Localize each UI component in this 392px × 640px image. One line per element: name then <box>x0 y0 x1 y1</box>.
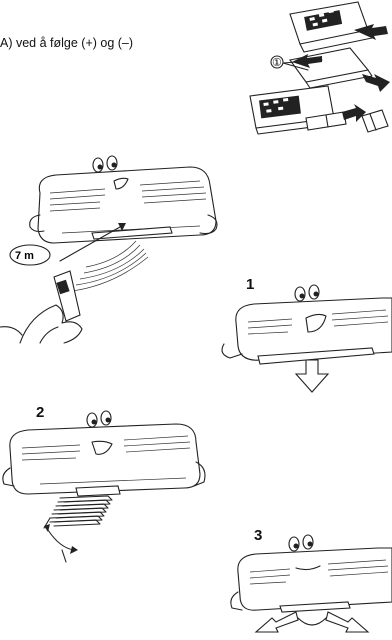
remote-back-cover <box>290 2 372 52</box>
left-air-arrow-icon <box>256 612 298 632</box>
swing-arc-icon <box>48 530 74 550</box>
slide-arrow-icon <box>362 74 390 92</box>
step-1-ac-unit <box>222 282 392 392</box>
callout-number: ① <box>272 57 282 69</box>
ac-unit-character <box>30 156 217 243</box>
insert-arrow-icon <box>342 104 366 122</box>
remote-open-with-batteries <box>250 86 388 134</box>
step-2-ac-unit <box>0 408 210 568</box>
hand-holding-remote <box>0 271 82 343</box>
remote-battery-illustration: ① <box>250 0 392 140</box>
ac-unit-remote-range: 7 m <box>0 155 230 345</box>
down-arrow-icon <box>296 360 328 392</box>
signal-beam <box>72 241 148 291</box>
right-air-arrow-icon <box>326 612 368 632</box>
distance-label: 7 m <box>15 250 34 262</box>
instruction-caption: A) ved å følge (+) og (–) <box>0 36 133 50</box>
step-3-ac-unit <box>228 532 392 640</box>
